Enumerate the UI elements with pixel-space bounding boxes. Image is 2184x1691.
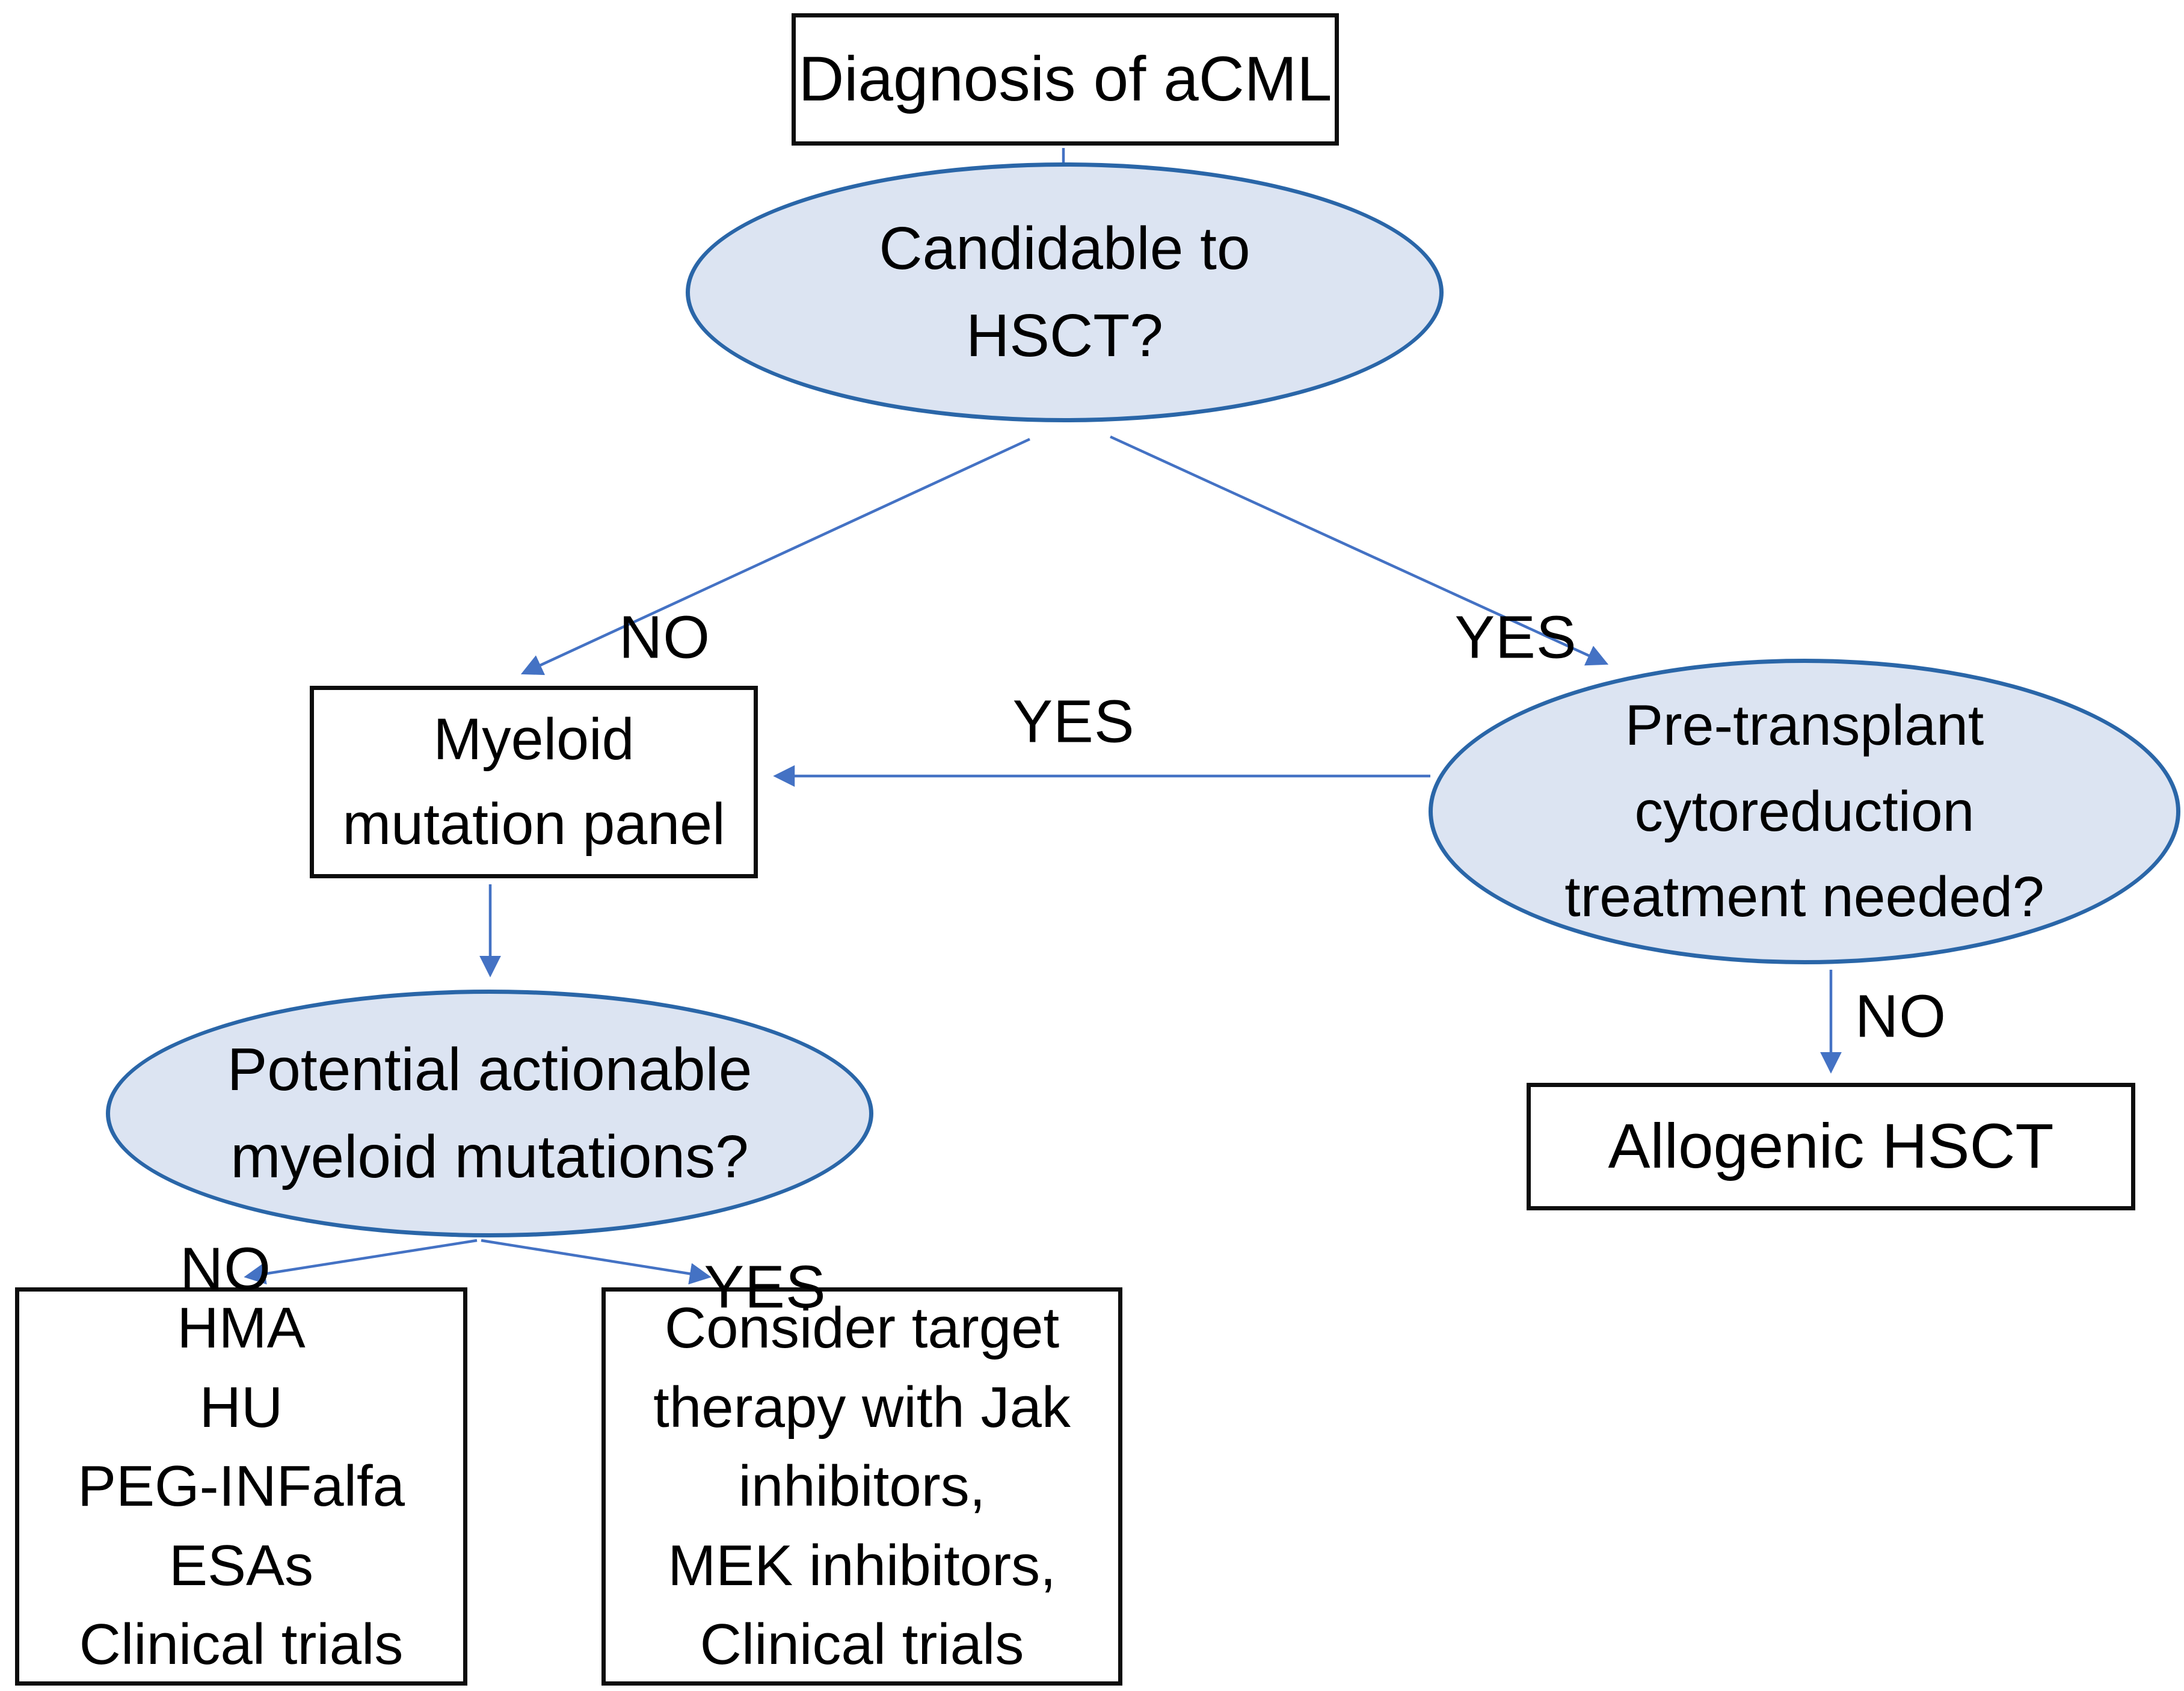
arrow-potential-no-to-hma — [244, 1239, 478, 1285]
edge-label-yes-pretransplant: YES — [1012, 688, 1135, 756]
edge-label-no-pretransplant: NO — [1855, 982, 1946, 1050]
edge-label-no-candidable: NO — [619, 603, 710, 671]
edge-label-yes-potential: YES — [704, 1253, 826, 1321]
node-potential-actionable-mutations: Potential actionable myeloid mutations? — [106, 990, 873, 1237]
node-myeloid-mutation-panel: Myeloid mutation panel — [310, 686, 758, 878]
node-diagnosis-of-acml: Diagnosis of aCML — [792, 13, 1339, 146]
node-pretransplant-cytoreduction: Pre-transplant cytoreduction treatment n… — [1429, 659, 2180, 964]
node-allogenic-hsct: Allogenic HSCT — [1527, 1083, 2135, 1210]
edge-label-yes-candidable: YES — [1454, 603, 1577, 671]
edge-label-no-potential: NO — [180, 1235, 271, 1303]
arrow-candidable-yes-to-pretransplant — [1110, 435, 1609, 666]
node-hma-treatments: HMA HU PEG-INFalfa ESAs Clinical trials — [15, 1287, 467, 1686]
node-consider-target-therapy: Consider target therapy with Jak inhibit… — [601, 1287, 1122, 1686]
arrow-potential-yes-to-consider — [481, 1239, 712, 1285]
arrow-candidable-no-to-myeloid — [520, 437, 1030, 676]
node-candidable-to-hsct: Candidable to HSCT? — [686, 162, 1444, 422]
